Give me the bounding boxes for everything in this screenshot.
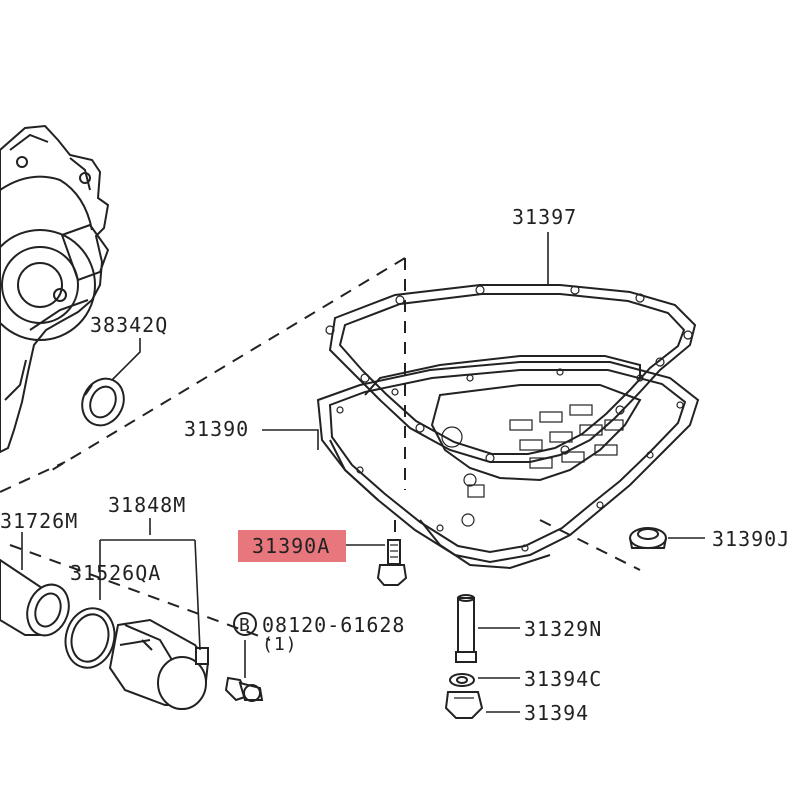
bolt-31390a <box>376 539 408 586</box>
drain-washer-31394c <box>449 673 475 687</box>
quantity-label: (1) <box>262 634 298 655</box>
bolt-callout: B <box>233 612 257 636</box>
overflow-plug-31329n <box>455 594 477 663</box>
label-31394c[interactable]: 31394C <box>524 667 602 691</box>
label-31390a[interactable]: 31390A <box>252 534 330 558</box>
o-ring-31526qa <box>64 607 116 669</box>
bolt-08120-61628 <box>224 676 264 702</box>
oil-pan-31390 <box>316 355 700 570</box>
label-31390[interactable]: 31390 <box>184 417 249 441</box>
highlight-31390a <box>238 530 346 562</box>
label-31390j[interactable]: 31390J <box>712 527 790 551</box>
label-31397[interactable]: 31397 <box>512 205 577 229</box>
bolt-marker-b: B <box>239 615 251 636</box>
leader-lines <box>21 232 705 713</box>
drain-plug-31394 <box>444 691 484 719</box>
label-31394[interactable]: 31394 <box>524 701 589 725</box>
label-31726m[interactable]: 31726M <box>0 509 78 533</box>
label-08120-61628[interactable]: 08120-61628 <box>262 613 405 637</box>
grommet-31390j <box>629 527 667 549</box>
strainer-31848m <box>108 618 210 710</box>
oil-pan-gasket-31397 <box>325 284 697 463</box>
projection-lines <box>0 257 641 641</box>
label-38342q[interactable]: 38342Q <box>90 313 168 337</box>
oil-seal-38342q <box>81 377 125 427</box>
oil-filter-31726m <box>0 558 70 637</box>
label-31329n[interactable]: 31329N <box>524 617 602 641</box>
transmission-case-drawing <box>0 124 110 454</box>
label-31848m[interactable]: 31848M <box>108 493 186 517</box>
label-31526qa[interactable]: 31526QA <box>70 561 161 585</box>
